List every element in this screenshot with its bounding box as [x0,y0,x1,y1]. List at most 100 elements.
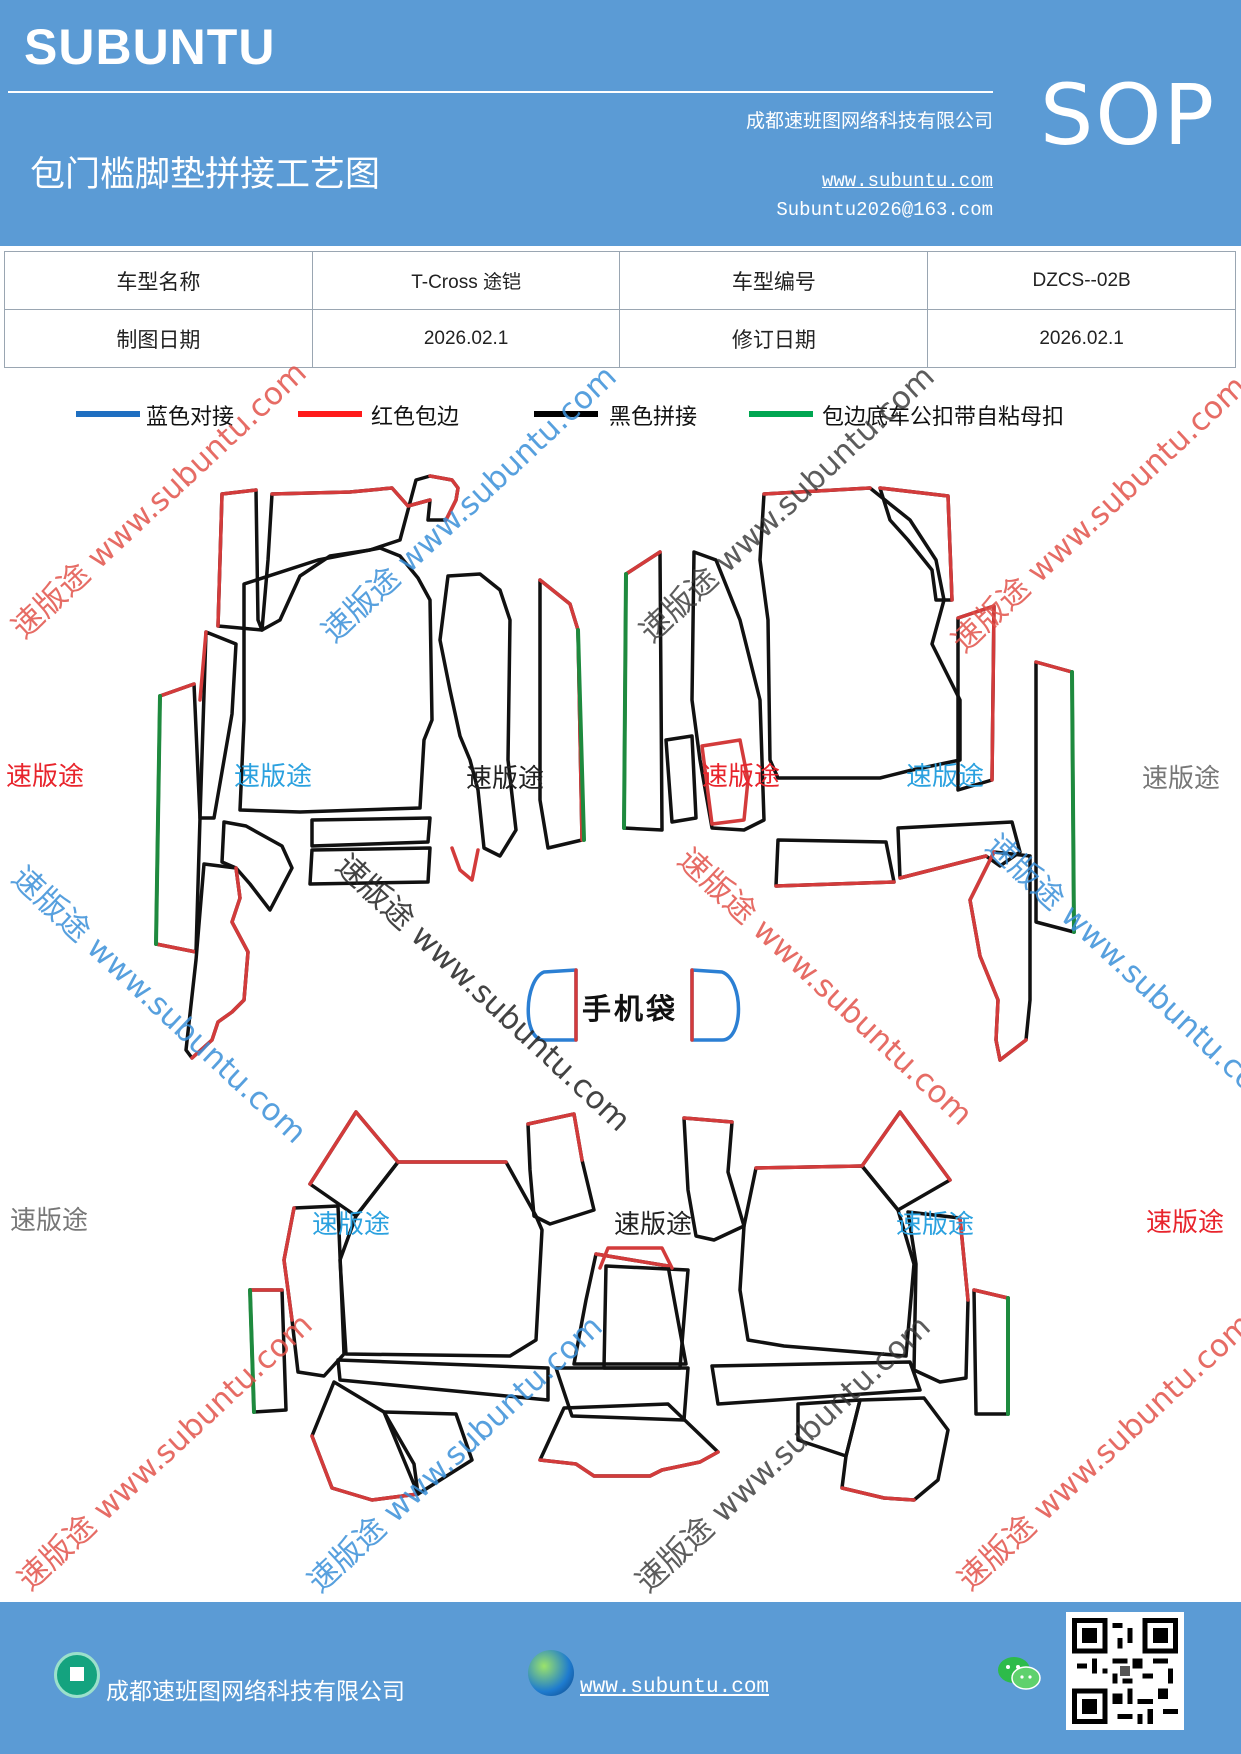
fr-piece-3 [622,550,664,832]
value-draw-date: 2026.02.1 [311,309,621,368]
fl-piece-1 [216,488,264,632]
fl-edge-9 [190,866,250,1060]
phone-pocket-label: 手机袋 [582,992,679,1026]
value-model-code: DZCS--02B [927,251,1236,310]
r-piece-20 [796,1398,862,1458]
globe-icon [528,1650,574,1696]
fl-piece-8 [308,846,432,886]
watermark-label: 速版途 [312,1210,391,1240]
r-piece-12 [602,1264,690,1370]
r-piece-13 [554,1366,690,1422]
r-edge-6 [754,1164,864,1170]
r-piece-11 [972,1288,1010,1416]
legend-label-red: 红色包边 [371,405,460,430]
watermark-text: 速版途 www.subuntu.com [951,1307,1241,1598]
r-fastener-10 [248,1288,256,1414]
value-revise-date: 2026.02.1 [927,309,1236,368]
fr-edge-8 [898,854,988,880]
fr-piece-1 [758,486,962,780]
header-banner: SUBUNTU 包门槛脚垫拼接工艺图 成都速班图网络科技有限公司 www.sub… [0,0,1241,246]
r-edge-18 [840,1486,916,1502]
watermark-text: 速版途 www.subuntu.com [5,360,314,646]
front-left-mat [154,474,586,1060]
r-edge-3 [526,1112,584,1162]
label-revise-date: 修订日期 [619,309,929,368]
r-piece-15 [710,1360,922,1406]
r-edge-8 [282,1206,296,1322]
r-edge-12 [598,1246,674,1270]
watermark-label: 速版途 [234,762,313,792]
footer-banner: 成都速班图网络科技有限公司 www.subuntu.com [0,1602,1241,1754]
watermark-diag-rising: 速版途 www.subuntu.com 速版途 www.subuntu.com … [5,360,1241,1598]
fr-piece-10 [664,734,698,824]
phone-pocket [526,968,741,1042]
website-link[interactable]: www.subuntu.com [821,170,993,192]
brand-logo: SUBUNTU [24,19,276,75]
watermark-label: 速版途 [896,1210,975,1240]
fr-edge-7 [774,880,896,888]
r-piece-3 [526,1112,596,1226]
fl-piece-6 [220,820,294,912]
fr-fastener-3 [622,572,628,830]
r-edge-4 [594,1252,670,1268]
watermark-text: 速版途 www.subuntu.com [633,360,942,650]
page-title: 包门槛脚垫拼接工艺图 [30,155,381,195]
fl-fastener-11 [576,628,586,842]
watermark-label: 速版途 [1146,1208,1225,1238]
legend-label-black: 黑色拼接 [609,405,698,430]
fl-fastener-5 [154,694,162,946]
fr-edge-2 [878,486,954,602]
r-piece-14 [336,1358,550,1402]
r-piece-2 [338,1160,544,1358]
r-edge-16 [310,1434,420,1502]
legend: 蓝色对接 红色包边 黑色拼接 包边底车公扣带自粘母扣 [0,402,1241,432]
header-divider [8,91,993,93]
legend-swatch-blue [76,411,140,417]
info-table: 车型名称 T-Cross 途铠 车型编号 DZCS--02B 制图日期 2026… [4,251,1236,368]
r-edge-1 [308,1110,400,1186]
fr-edge-3 [624,550,662,576]
fl-edge-4 [198,630,208,702]
legend-swatch-red [298,411,362,417]
watermark-label: 速版途 [1142,764,1221,794]
fl-edge-2 [270,474,460,522]
fl-piece-10 [438,572,518,858]
pocket-left [526,968,578,1042]
fr-edge-9 [968,850,1028,1062]
legend-swatch-black [534,411,598,417]
fr-piece-11 [700,738,750,826]
r-edge-9 [958,1216,970,1302]
watermark-text: 速版途 www.subuntu.com [945,369,1241,660]
fr-edge-6 [1034,660,1074,674]
fl-piece-4 [198,630,238,820]
fr-edge-1 [762,486,872,496]
footer-website-link[interactable]: www.subuntu.com [580,1676,770,1699]
fl-piece-7 [310,816,432,848]
pocket-right [690,968,741,1042]
fr-piece-7 [774,838,896,888]
label-model-code: 车型编号 [619,251,929,310]
r-edge-11 [972,1288,1010,1300]
r-edge-5 [682,1116,734,1124]
r-piece-6 [738,1164,916,1358]
watermark-text: 速版途 www.subuntu.com [979,828,1241,1119]
watermark-text: 速版途 www.subuntu.com [11,1307,320,1598]
r-piece-5 [682,1116,746,1242]
watermark-text: 速版途 www.subuntu.com [315,360,624,650]
qr-pattern [1072,1618,1178,1724]
fl-edge-11 [538,578,584,842]
legend-swatch-green [749,411,813,417]
watermark-label: 速版途 [6,762,85,792]
sop-badge: SOP [1040,66,1217,164]
rear-mat [248,1110,1010,1502]
company-name: 成都速班图网络科技有限公司 [745,110,993,132]
front-right-mat [622,486,1076,1062]
qr-code[interactable] [1066,1612,1184,1730]
fl-edge-10 [450,846,480,882]
label-draw-date: 制图日期 [4,309,313,368]
fr-edge-5 [956,604,996,782]
watermark-text: 速版途 www.subuntu.com [629,1309,938,1600]
fl-piece-3 [238,546,434,814]
watermark-label: 速版途 [614,1210,693,1240]
wechat-icon[interactable] [996,1654,1042,1694]
